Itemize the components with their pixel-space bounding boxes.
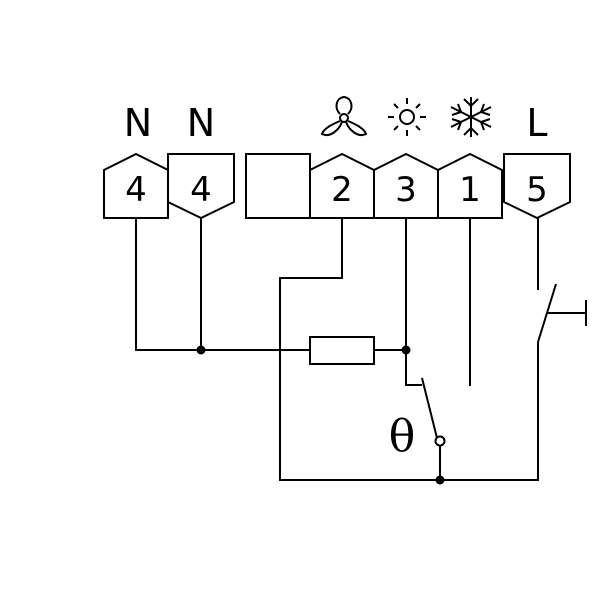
- sun-icon: [388, 98, 426, 136]
- junction-bottom: [435, 475, 445, 485]
- terminal-n-1-number: 4: [125, 170, 147, 210]
- wire-n-bus: [135, 218, 310, 351]
- terminal-l-number: 5: [526, 170, 548, 210]
- snowflake-icon: [450, 97, 492, 137]
- resistor: [309, 336, 375, 365]
- thermostat-symbol: θ: [389, 411, 416, 462]
- blank-terminal: [245, 153, 311, 219]
- fan-icon: [320, 95, 368, 136]
- label-n-1: N: [124, 101, 152, 145]
- wire-fan-loop: [279, 218, 539, 481]
- junction-n: [196, 345, 206, 355]
- thermostat-switch-blade: [421, 377, 438, 439]
- terminal-snow-number: 1: [459, 170, 481, 210]
- terminal-sun-number: 3: [395, 170, 417, 210]
- terminal-n-2-number: 4: [190, 170, 212, 210]
- wire-sun-terminal: [405, 218, 422, 386]
- label-n-2: N: [187, 101, 215, 145]
- thermostat-contact: [434, 435, 446, 447]
- label-l: L: [526, 101, 547, 145]
- terminal-l: [503, 153, 571, 220]
- terminal-fan-number: 2: [331, 170, 353, 210]
- terminal-n-2: [167, 153, 235, 220]
- main-switch-actuator: [547, 300, 587, 326]
- terminal-snow: [437, 152, 503, 219]
- junction-sun: [401, 345, 411, 355]
